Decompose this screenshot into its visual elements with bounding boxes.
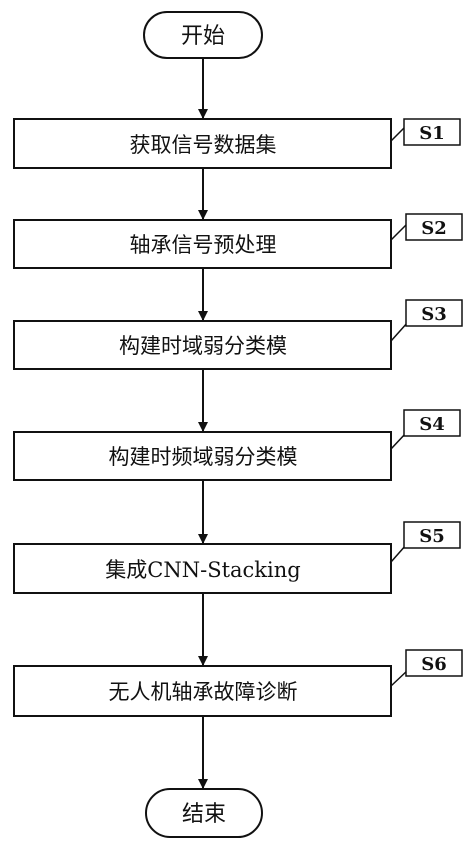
step-s6-tag-box <box>405 649 463 677</box>
step-s3-label: 构建时域弱分类模 <box>119 334 287 358</box>
step-s3-tag: S3 <box>421 304 447 325</box>
step-s1-label: 获取信号数据集 <box>130 133 277 157</box>
step-s1-leader <box>390 127 405 142</box>
step-s4-tag: S4 <box>419 414 445 435</box>
step-s6-label: 无人机轴承故障诊断 <box>109 680 298 704</box>
step-s4: 构建时频域弱分类模 S4 <box>13 409 461 481</box>
step-s3-leader <box>390 321 409 342</box>
step-s2-tag: S2 <box>421 218 447 239</box>
step-s5-tag-box <box>403 521 461 549</box>
step-s3: 构建时域弱分类模 S3 <box>13 299 463 370</box>
start-label: 开始 <box>181 24 225 49</box>
step-s5: 集成CNN-Stacking S5 <box>13 521 461 594</box>
step-s5-tag: S5 <box>419 526 445 547</box>
step-s2-leader <box>390 223 408 241</box>
step-s4-label: 构建时频域弱分类模 <box>109 445 298 469</box>
step-s2-tag-box <box>405 213 463 241</box>
step-s6-leader <box>390 669 409 687</box>
step-s2: 轴承信号预处理 S2 <box>13 213 463 269</box>
step-s1-tag: S1 <box>419 123 445 144</box>
step-s6-tag: S6 <box>421 654 447 675</box>
step-s2-label: 轴承信号预处理 <box>130 233 277 257</box>
step-s1-tag-box <box>403 118 461 146</box>
end-label: 结束 <box>182 802 226 827</box>
step-s1: 获取信号数据集 S1 <box>13 118 461 169</box>
start-node: 开始 <box>143 11 263 59</box>
step-s5-label: 集成CNN-Stacking <box>105 558 300 582</box>
step-s4-tag-box <box>403 409 461 437</box>
step-s3-tag-box <box>405 299 463 327</box>
end-node: 结束 <box>145 788 263 838</box>
step-s6: 无人机轴承故障诊断 S6 <box>13 649 463 717</box>
